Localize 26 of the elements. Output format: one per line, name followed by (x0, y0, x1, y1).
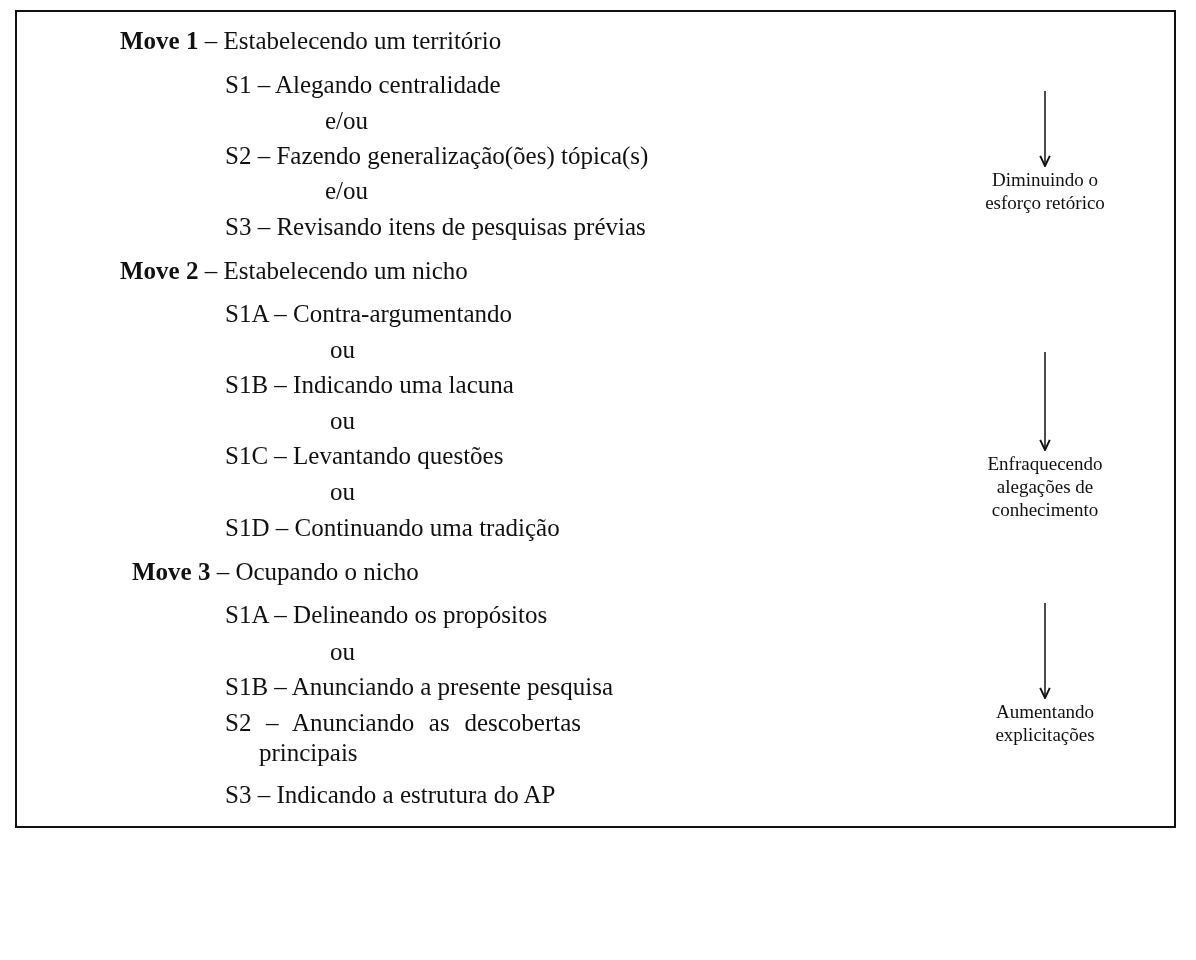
step-text: S2 – Anunciando as descobertas principais (225, 708, 581, 768)
move-heading: Move 2 – Estabelecendo um nicho (120, 256, 468, 286)
step-text: S1 – Alegando centralidade (225, 70, 501, 100)
step-text: S3 – Revisando itens de pesquisas prévias (225, 212, 646, 242)
move-heading: Move 3 – Ocupando o nicho (132, 557, 419, 587)
step-text: S1D – Continuando uma tradição (225, 513, 560, 543)
step-text: S3 – Indicando a estrutura do AP (225, 780, 556, 810)
side-note: Diminuindo o esforço retórico (970, 168, 1120, 214)
move-heading: Move 1 – Estabelecendo um território (120, 26, 502, 56)
connector-word: e/ou (325, 106, 369, 136)
connector-word: e/ou (325, 176, 369, 206)
step-text: S2 – Fazendo generalização(ões) tópica(s) (225, 141, 649, 171)
step-text: S1B – Indicando uma lacuna (225, 370, 514, 400)
connector-word: ou (330, 335, 355, 365)
step-text: S1C – Levantando questões (225, 441, 504, 471)
step-text: S1A – Contra-argumentando (225, 299, 512, 329)
step-text: S1B – Anunciando a presente pesquisa (225, 672, 614, 702)
connector-word: ou (330, 637, 355, 667)
side-note: Aumentando explicitações (970, 700, 1120, 746)
connector-word: ou (330, 406, 355, 436)
side-note: Enfraquecendo alegações de conhecimento (970, 452, 1120, 521)
arrow (1039, 351, 1051, 451)
step-text: S1A – Delineando os propósitos (225, 600, 548, 630)
connector-word: ou (330, 477, 355, 507)
arrow (1039, 602, 1051, 699)
arrow (1039, 90, 1051, 167)
